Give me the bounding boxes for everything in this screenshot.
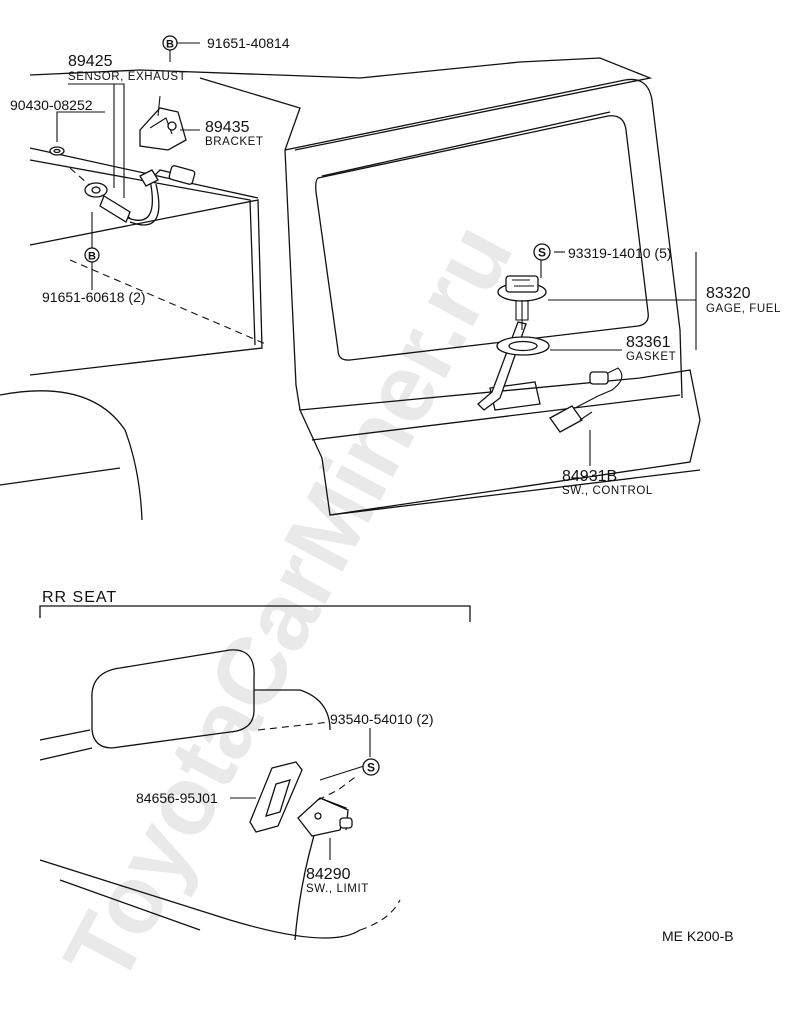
limit-switch-plate	[249, 761, 303, 833]
bracket-description: BRACKET	[205, 136, 264, 148]
control-switch-description: SW., CONTROL	[562, 485, 653, 497]
screw-seat-part-number: 93540-54010 (2)	[330, 711, 434, 727]
sensor-part-number: 89425	[68, 53, 113, 70]
svg-text:B: B	[88, 251, 96, 263]
bolt-top-part-number: 91651-40814	[207, 35, 290, 51]
watermark: ToyotaCarMiner.ru	[44, 207, 533, 1000]
control-switch-part-number: 84931B	[562, 468, 617, 485]
rr-seat-drawing	[39, 605, 471, 941]
section-title-rr-seat: RR SEAT	[42, 589, 117, 606]
svg-text:S: S	[538, 246, 546, 260]
bracket-part-number: 89435	[205, 119, 250, 136]
bolt-b-symbol-top: B	[162, 35, 178, 51]
limit-switch-description: SW., LIMIT	[306, 883, 369, 895]
gasket-part-number: 83361	[626, 334, 671, 351]
plate-part-number: 84656-95J01	[136, 790, 218, 806]
limit-switch-part	[297, 774, 359, 837]
bolt-bottom-part-number: 91651-60618 (2)	[42, 289, 146, 305]
screw-gage-part-number: 93319-14010 (5)	[568, 245, 672, 261]
figure-code: ME K200-B	[662, 928, 734, 944]
limit-switch-part-number: 84290	[306, 866, 351, 883]
gasket-description: GASKET	[626, 351, 676, 363]
gage-part-number: 83320	[706, 285, 751, 302]
gasket-part	[496, 336, 550, 356]
vehicle-body	[0, 57, 701, 521]
svg-text:S: S	[367, 761, 375, 775]
svg-text:B: B	[166, 39, 174, 51]
washer-part	[49, 146, 65, 156]
screw-s-symbol-gage: S	[533, 243, 551, 261]
leader-lines	[56, 42, 697, 860]
bracket-part	[139, 95, 187, 151]
bolt-b-symbol-bottom: B	[84, 247, 100, 263]
control-switch-part	[549, 367, 623, 433]
gage-description: GAGE, FUEL	[706, 303, 781, 315]
exhaust-sensor-part	[69, 165, 196, 226]
washer-part-number: 90430-08252	[10, 97, 93, 113]
sensor-description: SENSOR, EXHAUST	[68, 71, 186, 83]
screw-s-symbol-seat: S	[362, 758, 380, 776]
